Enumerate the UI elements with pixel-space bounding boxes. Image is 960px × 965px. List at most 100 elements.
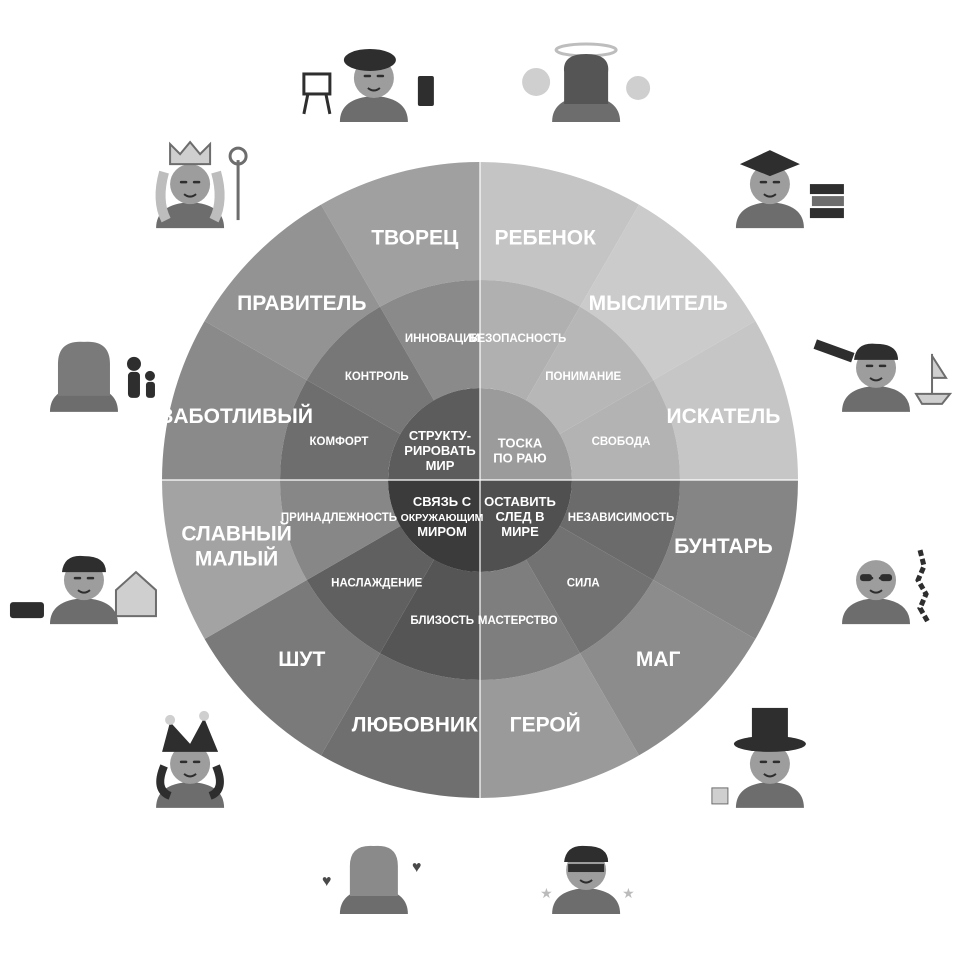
jester-hat-icon: [156, 710, 225, 808]
hair: [854, 343, 899, 360]
motivation-sector: [526, 526, 654, 654]
motivation-sector: [480, 280, 580, 401]
archetype-label-jester-line: ШУТ: [278, 648, 325, 671]
archetype-sector-everyman: [162, 480, 307, 639]
archetype-sector-seeker: [653, 321, 798, 480]
hair: [61, 555, 106, 573]
jester-hat: [162, 717, 219, 752]
motivation-label: БЕЗОПАСНОСТЬ: [469, 333, 566, 345]
archetype-sector-creator: [321, 162, 480, 307]
hair: [564, 845, 609, 863]
archetype-label-seeker-line: ИСКАТЕЛЬ: [666, 404, 780, 427]
curly-hair: [156, 764, 224, 800]
person-body: [735, 781, 804, 808]
motivation-ring: [280, 280, 680, 680]
core-label-line: МИР: [426, 458, 455, 473]
motivation-sector: [559, 380, 680, 480]
book: [809, 184, 844, 195]
archetype-ring: [162, 162, 798, 799]
archetype-label-ruler-line: ПРАВИТЕЛЬ: [237, 291, 366, 314]
book: [811, 196, 844, 207]
hair: [57, 341, 110, 396]
telescope: [813, 339, 855, 363]
person-head: [749, 164, 790, 205]
motivation-label: ИННОВАЦИИ: [405, 333, 480, 345]
core-label-line: МИРОМ: [417, 524, 467, 539]
easel: [302, 72, 332, 96]
person-body: [49, 598, 118, 625]
house: [114, 570, 157, 618]
archetype-label-thinker-line: МЫСЛИТЕЛЬ: [589, 291, 728, 314]
person-mouth: [579, 879, 593, 884]
heart: ♥: [412, 859, 422, 876]
core-label-line: ТОСКА: [498, 436, 543, 451]
motivation-sector: [526, 306, 654, 434]
motivation-sector: [559, 480, 680, 580]
archetype-sector-ruler: [204, 204, 380, 380]
person-head: [170, 164, 211, 205]
person-mouth: [183, 773, 197, 778]
magician-with-top-hat-icon: [711, 707, 806, 808]
archetype-sector-thinker: [580, 204, 756, 380]
easel-legs: [302, 93, 332, 115]
hero-with-stars-icon: ★★: [540, 845, 635, 915]
cloud: [522, 67, 551, 96]
cloud: [626, 75, 651, 100]
archetype-icons: ★★ ♥♥: [9, 42, 953, 915]
core-quadrant: [388, 480, 480, 572]
archetype-label-caregiver: ЗАБОТЛИВЫЙ: [160, 403, 313, 427]
motivation-sector: [380, 559, 480, 680]
archetype-label-ruler: ПРАВИТЕЛЬ: [237, 291, 366, 314]
bell: [199, 710, 210, 721]
core-label-line: ОКРУЖАЮЩИМ: [401, 512, 484, 524]
dice: [711, 787, 729, 805]
core-label-line: ПО РАЮ: [493, 451, 546, 466]
person-mouth: [869, 589, 883, 594]
archetype-sector-caregiver: [162, 321, 307, 480]
archetype-label-rebel: БУНТАРЬ: [674, 535, 773, 558]
beret: [343, 48, 396, 71]
person-body: [842, 385, 911, 412]
archetype-sector-hero: [480, 653, 639, 799]
core-quadrant: [388, 388, 480, 480]
archetype-label-child-line: РЕБЕНОК: [495, 226, 597, 249]
hair: [563, 53, 609, 104]
person-body: [156, 202, 225, 229]
archetype-label-thinker: МЫСЛИТЕЛЬ: [589, 291, 728, 314]
motivation-label: КОМФОРТ: [310, 436, 369, 448]
person-body: [735, 202, 804, 229]
crown: [169, 140, 212, 166]
archetype-label-lover: ЛЮБОВНИК: [352, 713, 478, 736]
star: ★: [540, 885, 553, 901]
car: [9, 602, 44, 619]
archetype-label-rebel-line: БУНТАРЬ: [674, 535, 773, 558]
person-mouth: [869, 377, 883, 382]
girl-with-hearts-icon: ♥♥: [322, 845, 422, 915]
person-head: [856, 560, 897, 601]
motivation-sector: [280, 480, 401, 580]
motivation-label: НЕЗАВИСИМОСТЬ: [568, 512, 674, 524]
wig: [155, 170, 225, 223]
motivation-sector: [306, 306, 434, 434]
motivation-label: СИЛА: [567, 577, 600, 589]
rebel-with-chain-icon: [842, 549, 931, 625]
core-label-line: РИРОВАТЬ: [404, 443, 475, 458]
hat-brim: [733, 735, 806, 752]
motivation-sector: [480, 559, 580, 680]
archetype-label-everyman-line: МАЛЫЙ: [195, 546, 278, 570]
grad-cap: [739, 150, 800, 177]
sunglasses: [880, 574, 893, 582]
archetype-sector-rebel: [653, 480, 798, 639]
explorer-with-telescope-icon: [813, 339, 953, 412]
motivation-label: КОНТРОЛЬ: [345, 371, 409, 383]
person-mouth: [183, 193, 197, 198]
core-label-line: СТРУКТУ-: [409, 428, 471, 443]
archetype-label-lover-line: ЛЮБОВНИК: [352, 713, 478, 736]
motivation-label: СВОБОДА: [592, 436, 651, 448]
